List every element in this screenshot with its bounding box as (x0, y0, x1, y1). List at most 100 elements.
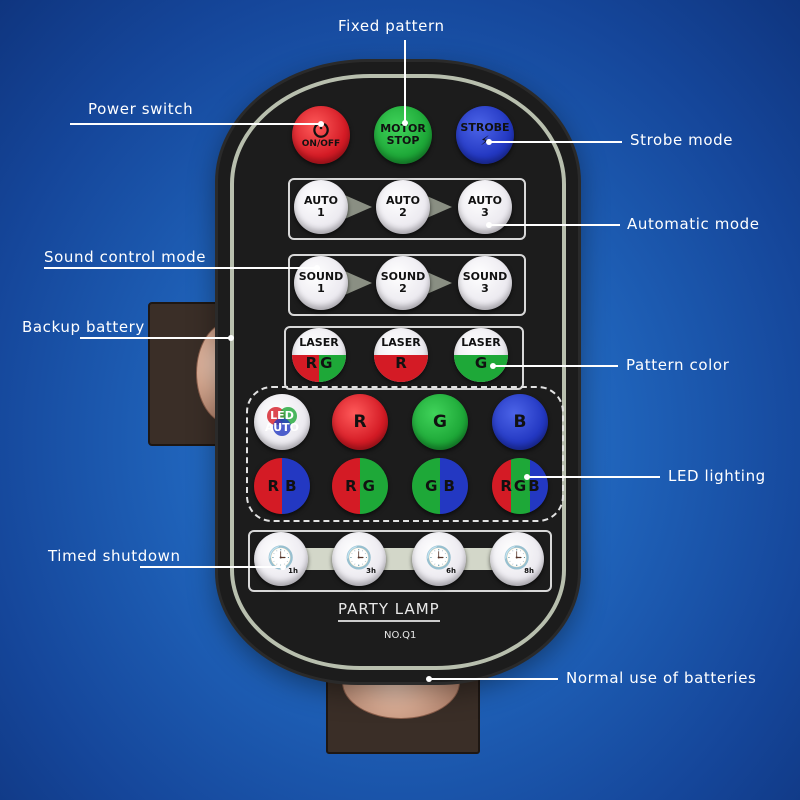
led-gb-g: G (425, 476, 438, 495)
auto-2-number: 2 (399, 206, 407, 219)
normal-batteries-line (430, 678, 558, 680)
led-rgb-red-third (492, 458, 512, 514)
led-rb-r: R (267, 476, 280, 495)
led-rg-red-half (332, 458, 360, 514)
led-rb-button[interactable]: R B (254, 458, 310, 514)
sound-2-label: SOUND (380, 269, 426, 283)
led-rg-r: R (345, 476, 357, 495)
strobe-mode-callout: Strobe mode (630, 131, 734, 149)
clock-icon: 🕒 (267, 546, 295, 571)
led-gb-letters: G B (425, 478, 455, 495)
power-button[interactable]: ⏻ ON/OFF (292, 106, 350, 164)
timed-shutdown-callout: Timed shutdown (48, 547, 181, 565)
sound-control-line (44, 267, 318, 269)
sound-1-button[interactable]: SOUND 1 (294, 256, 348, 310)
led-b-label: B (513, 411, 527, 432)
led-gb-green-half (412, 458, 440, 514)
led-g-button[interactable]: G (412, 394, 468, 450)
normal-batteries-callout: Normal use of batteries (566, 669, 757, 687)
led-gb-button[interactable]: G B (412, 458, 468, 514)
laser-rg-letters: R G (292, 355, 346, 372)
laser-rg-label: LASER (299, 336, 339, 349)
fixed-pattern-callout: Fixed pattern (338, 17, 445, 35)
remote-control: ⏻ ON/OFF MOTOR STOP STROBE ⚡ AUTO 1 AUTO… (218, 62, 578, 682)
pattern-color-callout: Pattern color (626, 356, 730, 374)
strobe-label: STROBE (460, 121, 510, 135)
sound-3-button[interactable]: SOUND 3 (458, 256, 512, 310)
laser-rg-red-half (292, 355, 319, 382)
fixed-pattern-line (404, 40, 406, 124)
laser-r-letters: R (374, 355, 428, 372)
auto-1-number: 1 (317, 206, 325, 219)
sound-3-label: SOUND (462, 269, 508, 283)
timer-group (248, 530, 552, 592)
auto-2-button[interactable]: AUTO 2 (376, 180, 430, 234)
led-lighting-line (528, 476, 660, 478)
laser-r-button[interactable]: LASER R (374, 328, 428, 382)
automatic-mode-line (490, 224, 620, 226)
laser-rg-r: R (305, 354, 318, 372)
led-gb-b: B (443, 476, 455, 495)
led-rgb-letters: R G B (500, 478, 539, 495)
normal-batteries-dot (426, 676, 432, 682)
led-rg-letters: R G (345, 478, 375, 495)
laser-g-label: LASER (461, 336, 501, 349)
led-rgb-blue-third (529, 458, 548, 514)
fixed-pattern-dot (402, 120, 408, 126)
timer-3h-button[interactable]: 🕒 3h (332, 532, 386, 586)
laser-g-button[interactable]: LASER G (454, 328, 508, 382)
sound-1-number: 1 (317, 282, 325, 295)
remote-border (230, 74, 566, 670)
led-b-button[interactable]: B (492, 394, 548, 450)
auto-1-label: AUTO (304, 193, 338, 207)
auto-group (288, 178, 526, 240)
led-rgb-g: G (513, 476, 527, 495)
led-auto-button[interactable]: LED AUTO (254, 394, 310, 450)
laser-g-green-half (454, 355, 508, 382)
backup-battery-dot (228, 335, 234, 341)
led-gb-blue-half (440, 458, 468, 514)
sound-2-button[interactable]: SOUND 2 (376, 256, 430, 310)
led-rgb-button[interactable]: R G B (492, 458, 548, 514)
lightning-icon: ⚡ (480, 133, 490, 149)
timer-1h-button[interactable]: 🕒 1h (254, 532, 308, 586)
auto-3-label: AUTO (468, 193, 502, 207)
automatic-mode-callout: Automatic mode (627, 215, 760, 233)
motor-label: MOTOR (380, 121, 426, 135)
led-lighting-dot (524, 474, 530, 480)
laser-g-g: G (474, 354, 488, 372)
timer-3h-label: 3h (366, 567, 376, 576)
pattern-color-dot (490, 363, 496, 369)
power-switch-dot (318, 121, 324, 127)
clock-icon: 🕒 (345, 546, 373, 571)
sound-control-callout: Sound control mode (44, 248, 207, 266)
laser-rg-green-half (319, 355, 346, 382)
led-r-label: R (353, 411, 367, 432)
sound-3-number: 3 (481, 282, 489, 295)
power-label: ON/OFF (301, 139, 341, 150)
backup-battery-callout: Backup battery (22, 318, 145, 336)
led-rb-b: B (285, 476, 297, 495)
led-rb-letters: R B (268, 478, 297, 495)
rgb-circles-icon (267, 407, 297, 436)
led-rg-button[interactable]: R G (332, 458, 388, 514)
strobe-button[interactable]: STROBE ⚡ (456, 106, 514, 164)
auto-3-number: 3 (481, 206, 489, 219)
led-lighting-callout: LED lighting (668, 467, 766, 485)
laser-rg-button[interactable]: LASER R G (292, 328, 346, 382)
timer-6h-button[interactable]: 🕒 6h (412, 532, 466, 586)
timer-6h-label: 6h (446, 567, 456, 576)
laser-g-letters: G (454, 355, 508, 372)
led-r-button[interactable]: R (332, 394, 388, 450)
motor-stop-button[interactable]: MOTOR STOP (374, 106, 432, 164)
brand-name: PARTY LAMP (338, 600, 440, 622)
laser-r-red-half (374, 355, 428, 382)
pattern-color-line (494, 365, 618, 367)
timer-8h-button[interactable]: 🕒 8h (490, 532, 544, 586)
sound-2-number: 2 (399, 282, 407, 295)
auto-1-button[interactable]: AUTO 1 (294, 180, 348, 234)
led-rb-blue-half (282, 458, 310, 514)
led-rb-red-half (254, 458, 282, 514)
sound-control-dot (314, 265, 320, 271)
led-rg-g: G (362, 476, 375, 495)
